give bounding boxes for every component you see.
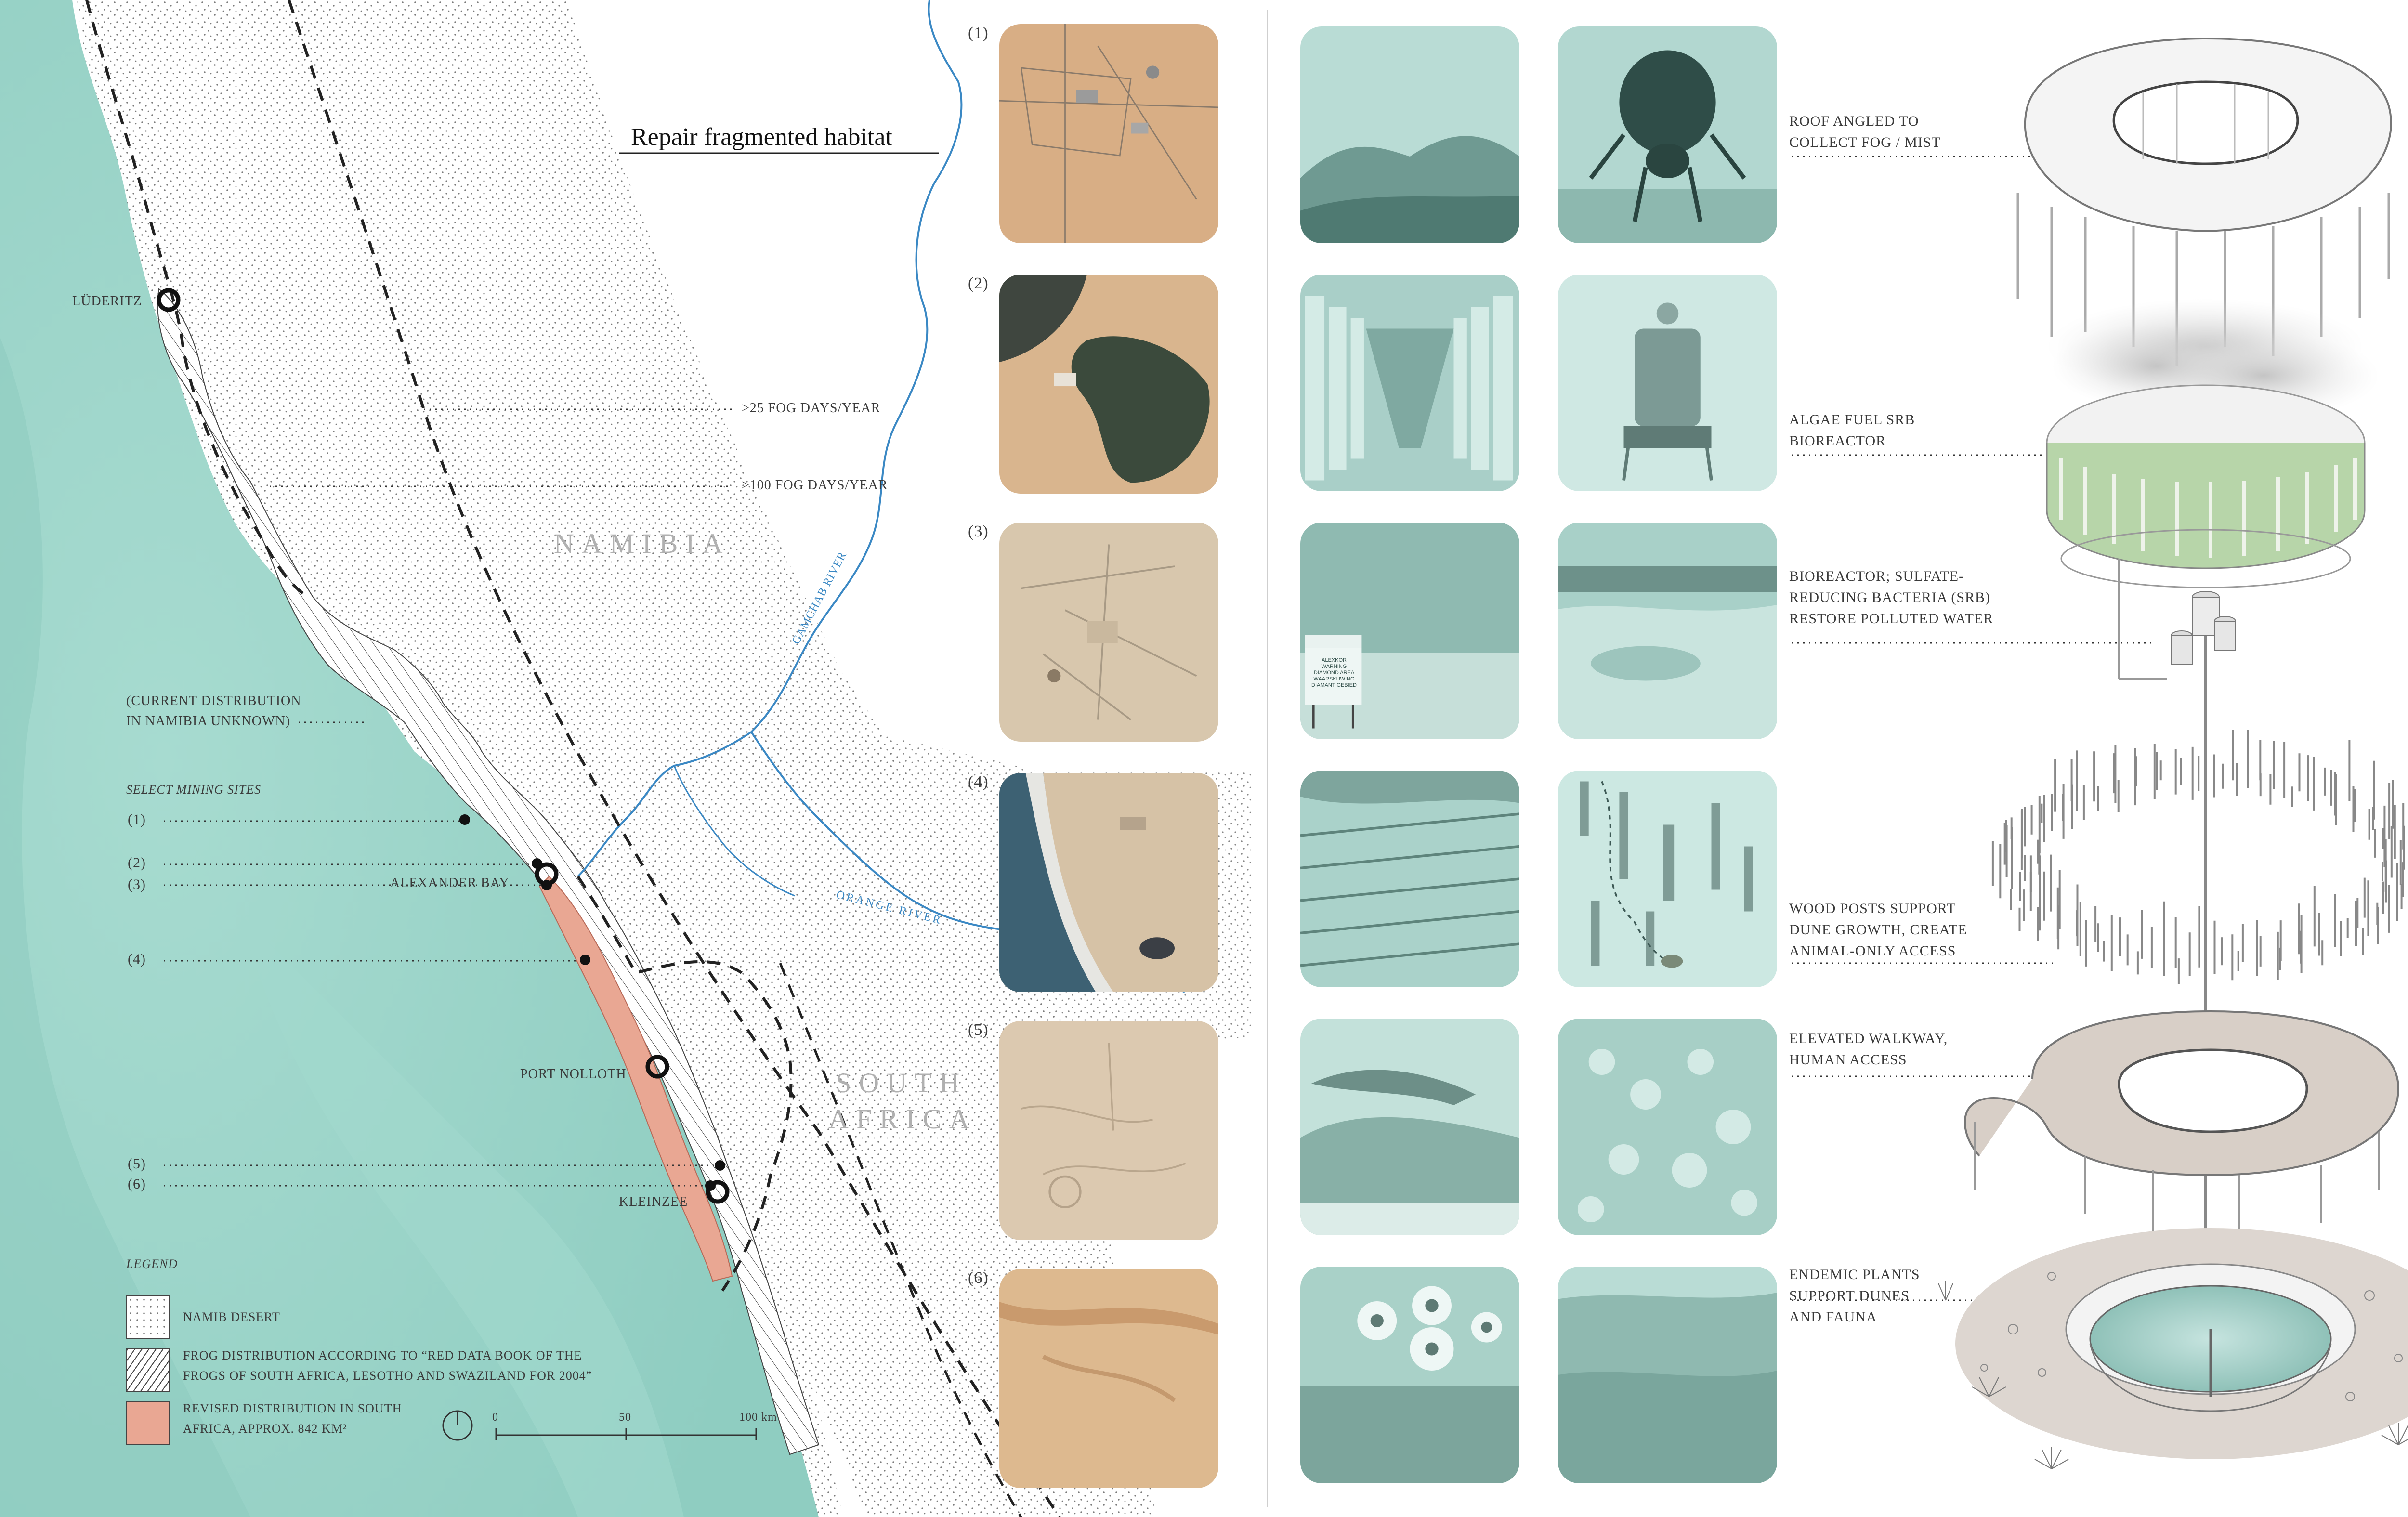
town-luderitz: LÜDERITZ bbox=[72, 294, 142, 309]
frog-distribution-area bbox=[157, 288, 820, 1455]
ocean bbox=[0, 0, 819, 1517]
legend-label-revised-1: REVISED DISTRIBUTION IN SOUTH bbox=[183, 1401, 402, 1415]
sat-number: (4) bbox=[968, 773, 989, 791]
fog-25-label: >25 FOG DAYS/YEAR bbox=[742, 401, 881, 416]
kleinzee-marker bbox=[706, 1180, 730, 1204]
namibia-coast-map bbox=[0, 0, 1252, 1517]
fog-25-isoline bbox=[288, 0, 1061, 1517]
sat-number: (3) bbox=[968, 523, 989, 540]
label-walkway: ELEVATED WALKWAY,HUMAN ACCESS bbox=[1789, 1031, 1948, 1068]
photo-polluted-water bbox=[1558, 523, 1777, 739]
photo-dune-fences bbox=[1300, 771, 1519, 987]
alexander-bay-marker bbox=[535, 862, 559, 886]
country-label-south: SOUTH bbox=[836, 1067, 968, 1099]
planted-ground-plate bbox=[1938, 1228, 2408, 1469]
algae-bioreactor-ring bbox=[2046, 384, 2366, 588]
town-alexander-bay: ALEXANDER BAY bbox=[390, 876, 510, 890]
site-label: (3) bbox=[128, 876, 146, 892]
scale-tick-100: 100 km bbox=[739, 1411, 777, 1424]
legend-swatch-frog bbox=[126, 1348, 170, 1392]
exploded-axonometric bbox=[1792, 37, 2408, 1469]
luderitz-marker bbox=[157, 288, 181, 312]
photo-fog-beetle bbox=[1558, 26, 1777, 243]
photo-diamond-area-sign: ALEXKOR WARNING DIAMOND AREA WAARSKUWING… bbox=[1300, 523, 1519, 739]
photo-bioreactor-tubes bbox=[1300, 275, 1519, 491]
country-label-africa: AFRICA bbox=[828, 1103, 977, 1135]
gamchab-river bbox=[577, 0, 963, 877]
site-label: (6) bbox=[128, 1176, 146, 1192]
sat-number: (2) bbox=[968, 275, 989, 292]
satellite-image-site-4 bbox=[999, 773, 1218, 992]
photo-succulent-plants bbox=[1558, 1019, 1777, 1235]
town-kleinzee: KLEINZEE bbox=[619, 1194, 688, 1209]
select-mining-sites-heading: SELECT MINING SITES bbox=[126, 783, 261, 797]
panel-divider bbox=[1267, 10, 1268, 1507]
legend-title: LEGEND bbox=[126, 1257, 178, 1271]
port-nolloth-marker bbox=[645, 1055, 669, 1079]
current-distribution-label-2: IN NAMIBIA UNKNOWN) bbox=[126, 714, 290, 729]
scale-tick-0: 0 bbox=[492, 1411, 498, 1424]
fog-100-label: >100 FOG DAYS/YEAR bbox=[742, 478, 888, 493]
sat-number: (5) bbox=[968, 1021, 989, 1039]
satellite-image-site-6 bbox=[999, 1269, 1218, 1488]
site-label: (1) bbox=[128, 811, 146, 827]
legend-label-frog-2: FROGS OF SOUTH AFRICA, LESOTHO AND SWAZI… bbox=[183, 1369, 592, 1383]
site-label: (5) bbox=[128, 1156, 146, 1172]
srb-bioreactor-tanks bbox=[2118, 559, 2236, 680]
sat-number: (1) bbox=[968, 24, 989, 42]
country-label-namibia: NAMIBIA bbox=[554, 528, 731, 559]
legend-label-desert: NAMIB DESERT bbox=[183, 1310, 280, 1324]
photo-srb-bioreactor bbox=[1558, 275, 1777, 491]
site-label: (2) bbox=[128, 855, 146, 871]
label-srb-bioreactor: BIOREACTOR; SULFATE-REDUCING BACTERIA (S… bbox=[1789, 568, 1994, 627]
scale-tick-50: 50 bbox=[619, 1411, 631, 1424]
elevated-walkway bbox=[1963, 1010, 2400, 1238]
diamond-area-sign-text: ALEXKOR WARNING DIAMOND AREA WAARSKUWING… bbox=[1311, 657, 1357, 688]
legend-swatch-desert bbox=[126, 1295, 170, 1339]
photo-groundcover bbox=[1558, 1267, 1777, 1483]
namib-desert-area bbox=[72, 0, 1156, 1517]
map-title: Repair fragmented habitat bbox=[631, 123, 892, 151]
site-label: (4) bbox=[128, 951, 146, 967]
town-port-nolloth: PORT NOLLOTH bbox=[520, 1067, 627, 1082]
wood-posts-ring bbox=[1991, 721, 2405, 984]
revised-distribution-area bbox=[538, 876, 733, 1282]
satellite-image-site-5 bbox=[999, 1021, 1218, 1240]
photo-rock-shrubs bbox=[1300, 1019, 1519, 1235]
legend-label-frog-1: FROG DISTRIBUTION ACCORDING TO “RED DATA… bbox=[183, 1348, 582, 1362]
fog-roof bbox=[2016, 37, 2392, 366]
current-distribution-label-1: (CURRENT DISTRIBUTION bbox=[126, 693, 301, 708]
legend-label-revised-2: AFRICA, APPROX. 842 KM² bbox=[183, 1422, 347, 1436]
photo-misty-mountains bbox=[1300, 26, 1519, 243]
sat-number: (6) bbox=[968, 1269, 989, 1287]
photo-daisies bbox=[1300, 1267, 1519, 1483]
fog-100-isoline bbox=[85, 0, 309, 599]
country-border bbox=[576, 876, 793, 1292]
satellite-image-site-2 bbox=[999, 275, 1218, 494]
legend-swatch-revised bbox=[126, 1401, 170, 1445]
photo-posts-diagram bbox=[1558, 771, 1777, 987]
satellite-image-site-1 bbox=[999, 24, 1218, 243]
satellite-image-site-3 bbox=[999, 523, 1218, 742]
scale-bar bbox=[442, 1410, 757, 1441]
